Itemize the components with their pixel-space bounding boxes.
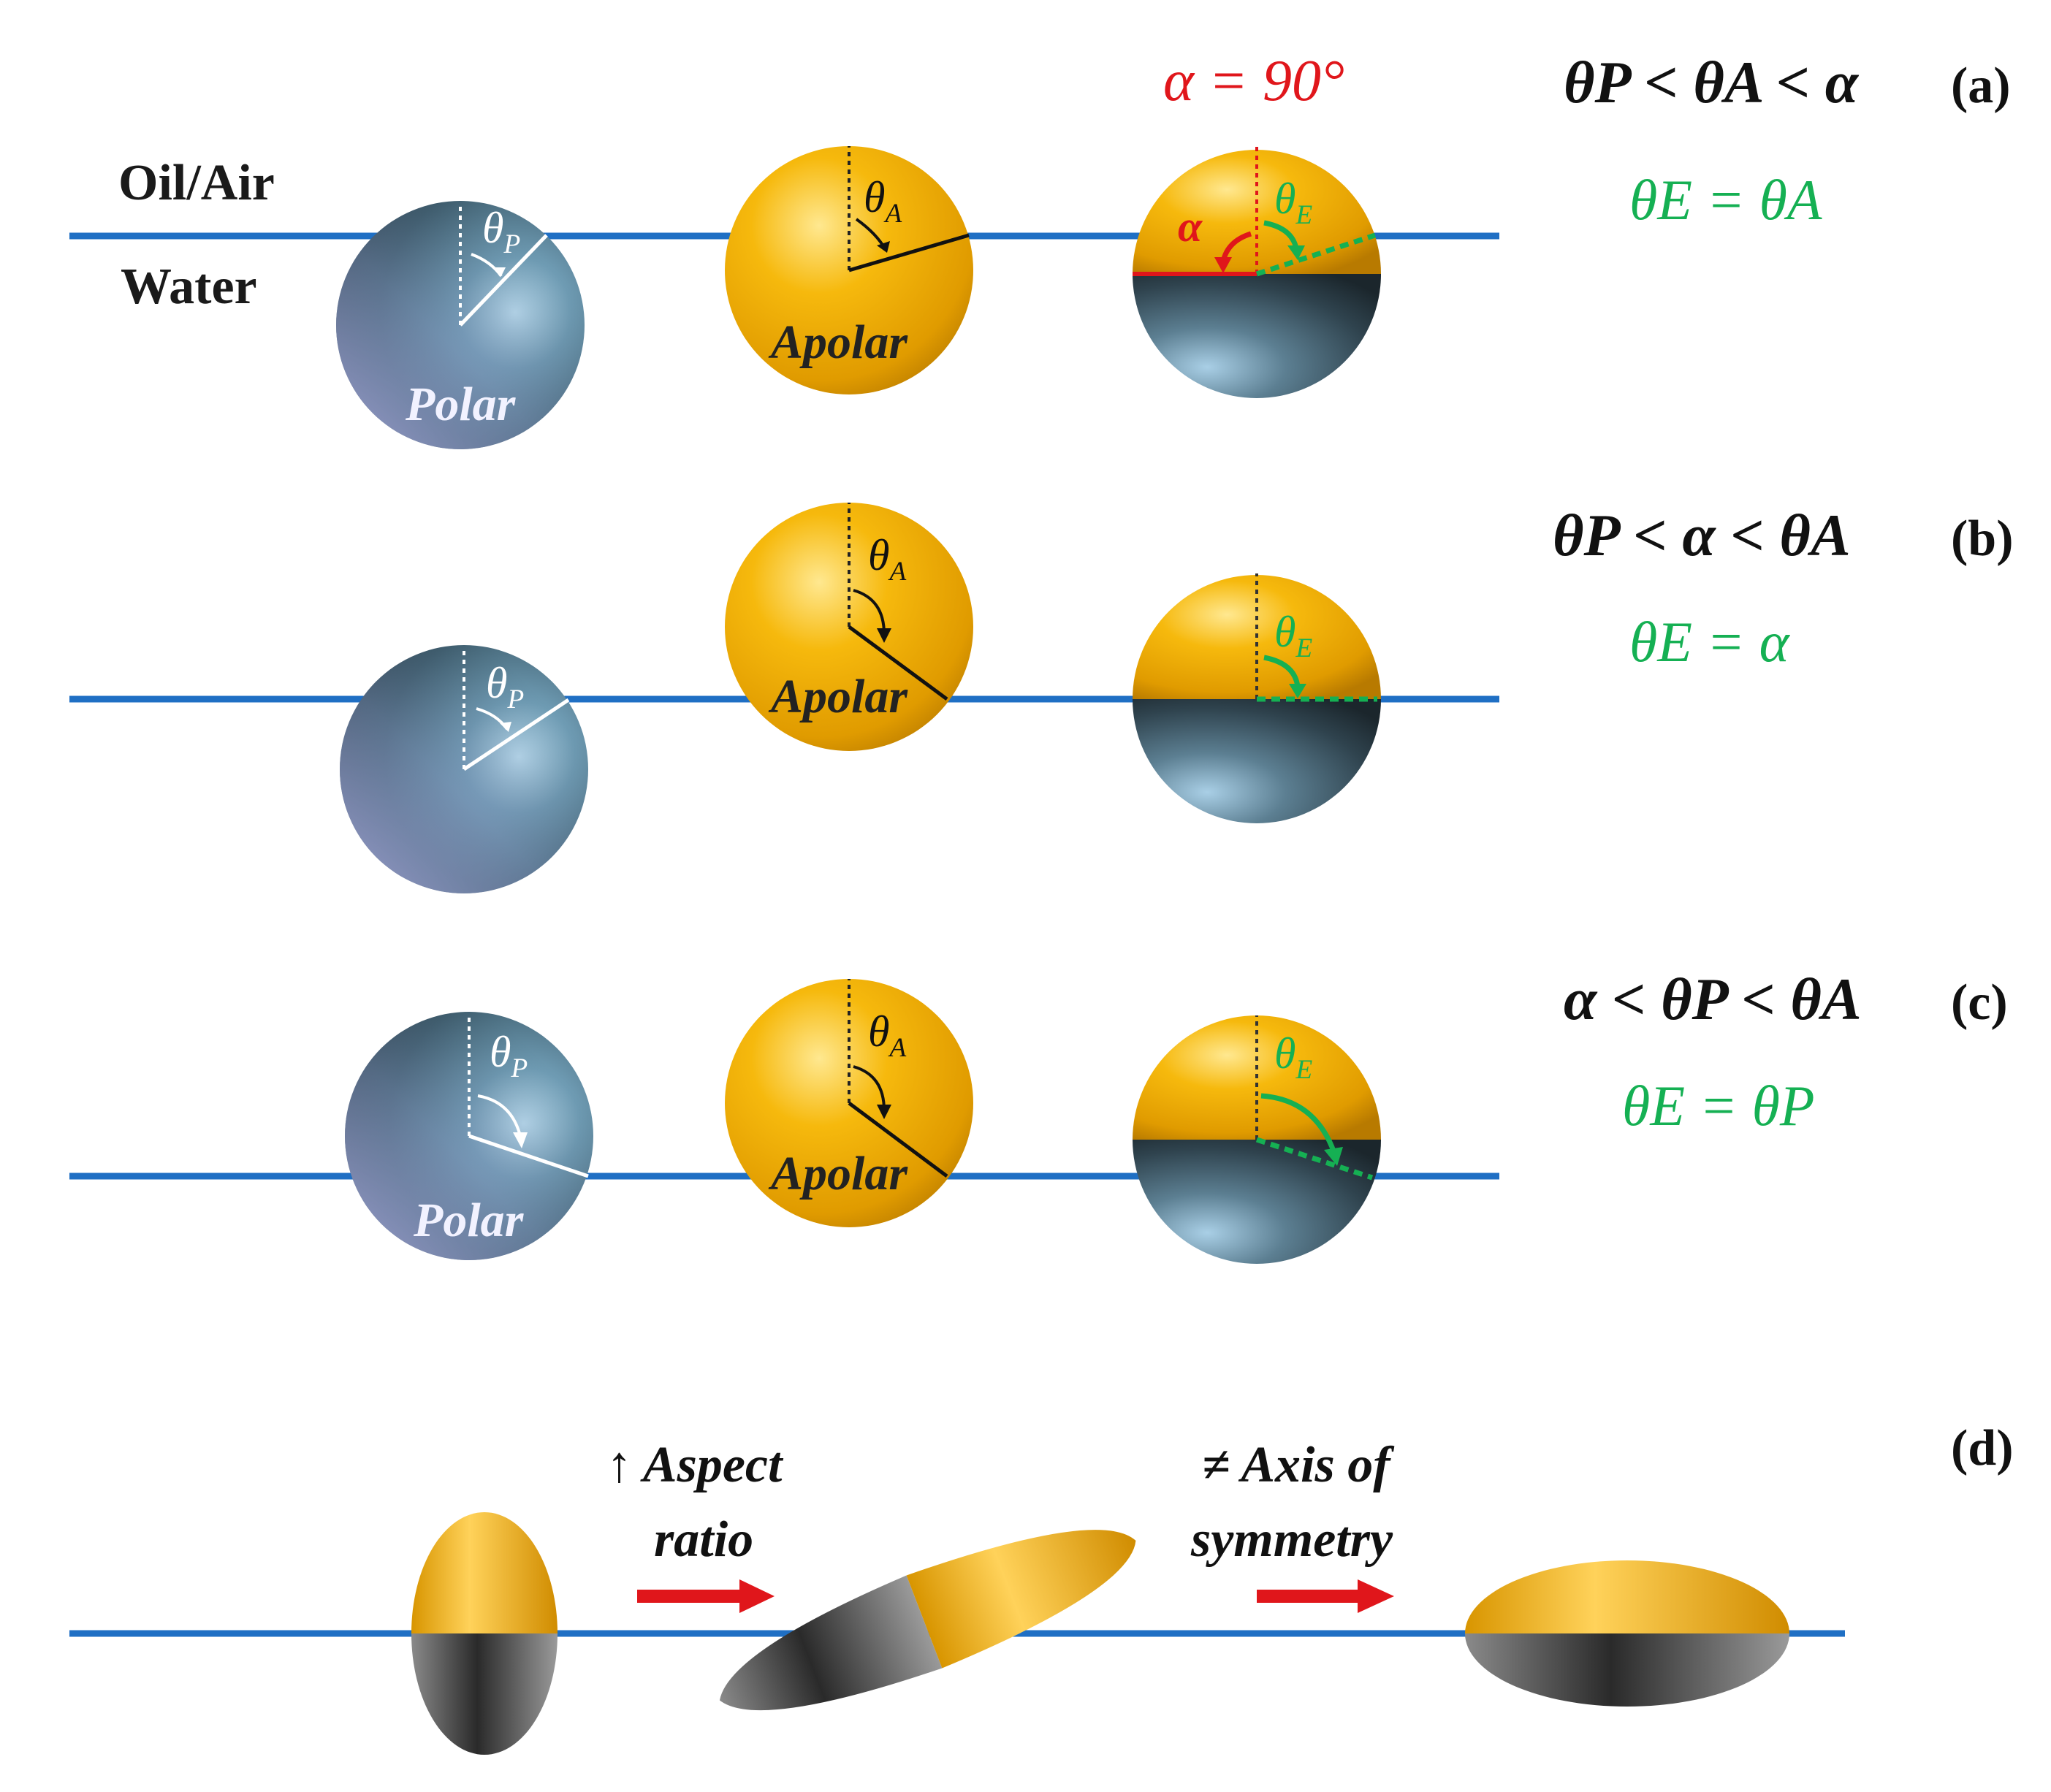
panel-a-equations: θP < θA < α (a) θE = θA: [1564, 49, 2011, 232]
theta-a-label-b: θA: [868, 531, 906, 587]
ellipsoid-vertical: [411, 1512, 558, 1755]
alpha-annotation: α = 90°: [1163, 49, 1344, 113]
step2-annotation: ≠ Axis of symmetry: [1190, 1437, 1395, 1613]
step2-line2: symmetry: [1190, 1511, 1393, 1568]
theta-e-label-c: θE: [1274, 1029, 1312, 1085]
apolar-particle-c: θA Apolar: [725, 979, 973, 1227]
tag-b: (b): [1951, 511, 2014, 567]
theta-p-label-b: θP: [486, 659, 524, 714]
polar-particle-a: θP Polar: [336, 201, 585, 449]
step2-line1: ≠ Axis of: [1202, 1437, 1395, 1493]
condition-a: θP < θA < α: [1564, 49, 1860, 115]
result-b: θE = α: [1629, 610, 1791, 674]
step1-line1: ↑ Aspect: [606, 1437, 784, 1493]
janus-particle-a: α θE: [1133, 146, 1381, 398]
oil-air-label: Oil/Air: [118, 155, 275, 211]
red-arrow-2: [1257, 1579, 1394, 1613]
theta-p-label-a: θP: [482, 204, 520, 259]
tag-c: (c): [1951, 975, 2008, 1031]
result-c: θE = θP: [1622, 1074, 1815, 1137]
theta-a-label-c: θA: [868, 1007, 906, 1063]
condition-b: θP < α < θA: [1553, 502, 1851, 568]
theta-e-label-a: θE: [1274, 175, 1312, 230]
polar-particle-b: θP: [340, 645, 588, 893]
alpha-label-a: α: [1178, 202, 1203, 251]
polar-particle-c: θP Polar: [345, 1012, 593, 1260]
step1-annotation: ↑ Aspect ratio: [606, 1437, 784, 1613]
red-arrow-1: [637, 1579, 775, 1613]
polar-label-a: Polar: [405, 378, 517, 431]
tag-d: (d): [1951, 1420, 2014, 1476]
apolar-label-b: Apolar: [768, 670, 908, 723]
condition-c: α < θP < θA: [1564, 966, 1862, 1032]
result-a: θE = θA: [1629, 168, 1822, 232]
panel-b-equations: θP < α < θA (b) θE = α: [1553, 502, 2014, 674]
polar-label-c: Polar: [413, 1194, 525, 1247]
panel-c-equations: α < θP < θA (c) θE = θP: [1564, 966, 2008, 1137]
apolar-particle-b: θA Apolar: [725, 503, 973, 751]
ellipsoid-tilted: [719, 1530, 1136, 1711]
apolar-label-a: Apolar: [768, 316, 908, 369]
theta-p-label-c: θP: [490, 1028, 528, 1083]
tag-a: (a): [1951, 58, 2011, 114]
janus-particle-c: θE: [1133, 1015, 1381, 1264]
step1-line2: ratio: [654, 1511, 753, 1568]
apolar-particle-a: θA Apolar: [725, 146, 973, 394]
theta-a-label-a: θA: [864, 173, 902, 229]
ellipsoid-flat: [1465, 1560, 1789, 1707]
water-label: Water: [121, 259, 257, 315]
theta-e-label-b: θE: [1274, 608, 1312, 663]
apolar-label-c: Apolar: [768, 1147, 908, 1200]
janus-particle-b: θE: [1133, 573, 1381, 823]
